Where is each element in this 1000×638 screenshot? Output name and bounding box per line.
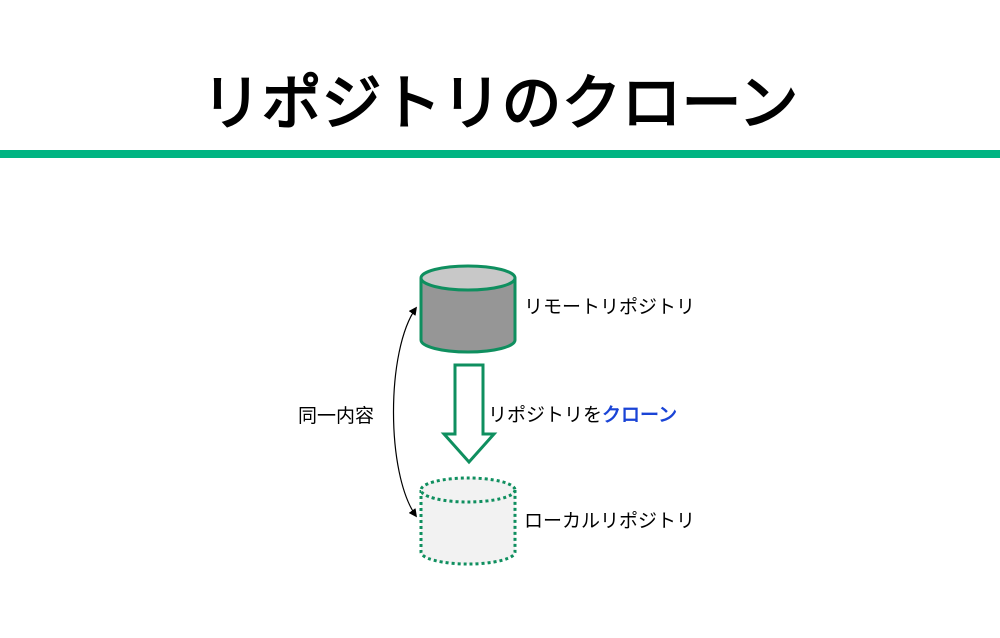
local-repository-cylinder [419, 476, 517, 566]
clone-arrow [440, 363, 498, 465]
title-divider [0, 150, 1000, 158]
remote-repository-cylinder [419, 264, 517, 354]
same-content-label: 同一内容 [298, 405, 375, 427]
slide-title: リポジトリのクローン [201, 69, 799, 139]
local-repository-label: ローカルリポジトリ [524, 510, 696, 532]
clone-label-prefix: リポジトリを [488, 404, 603, 426]
clone-action-label: リポジトリをクローン [488, 402, 677, 428]
remote-repository-label: リモートリポジトリ [524, 296, 696, 318]
same-content-arrow [392, 306, 417, 518]
clone-label-accent: クローン [602, 404, 678, 426]
